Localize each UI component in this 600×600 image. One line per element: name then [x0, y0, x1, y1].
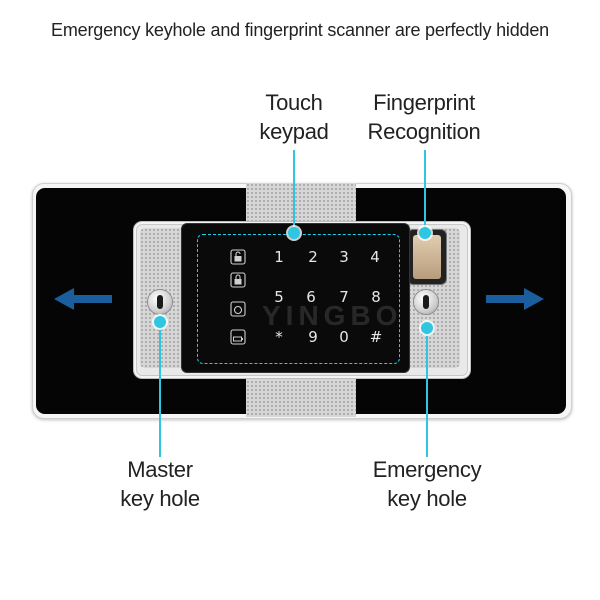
- key-3[interactable]: 3: [339, 248, 349, 266]
- key-star[interactable]: *: [275, 328, 283, 346]
- keypad-highlight-outline: [197, 234, 400, 364]
- master-key-callout-dot: [154, 316, 166, 328]
- key-2[interactable]: 2: [308, 248, 318, 266]
- fingerprint-label-line1: Fingerprint: [373, 90, 475, 115]
- lock-icon[interactable]: [230, 272, 246, 288]
- headline: Emergency keyhole and fingerprint scanne…: [51, 20, 549, 40]
- reset-icon[interactable]: [230, 301, 246, 317]
- master-key-callout-line: [159, 322, 161, 457]
- touch-keypad-label-line2: keypad: [259, 119, 329, 144]
- top-mesh-strip: [246, 183, 356, 229]
- touch-keypad-panel: [182, 224, 409, 372]
- key-8[interactable]: 8: [371, 288, 381, 306]
- touch-keypad-callout-dot: [288, 227, 300, 239]
- fingerprint-label: Fingerprint Recognition: [352, 88, 496, 146]
- key-1[interactable]: 1: [274, 248, 284, 266]
- master-keyhole-slot-icon: [157, 295, 163, 309]
- key-0[interactable]: 0: [339, 328, 349, 346]
- fingerprint-scanner[interactable]: [408, 230, 446, 284]
- unlock-icon[interactable]: [230, 249, 246, 265]
- key-5[interactable]: 5: [274, 288, 284, 306]
- bottom-mesh-strip: [246, 372, 356, 417]
- emergency-keyhole-slot-icon: [423, 295, 429, 309]
- fingerprint-callout-line: [424, 150, 426, 230]
- master-key-label-line1: Master: [127, 457, 193, 482]
- left-arrow-icon: [54, 288, 112, 310]
- key-7[interactable]: 7: [339, 288, 349, 306]
- key-hash[interactable]: #: [369, 328, 383, 346]
- touch-keypad-label-line1: Touch: [265, 90, 323, 115]
- fingerprint-callout-dot: [419, 227, 431, 239]
- touch-keypad-callout-line: [293, 150, 295, 232]
- key-6[interactable]: 6: [306, 288, 316, 306]
- key-4[interactable]: 4: [370, 248, 380, 266]
- emergency-key-callout-dot: [421, 322, 433, 334]
- emergency-key-label-line1: Emergency: [372, 457, 482, 482]
- emergency-key-label-line2: key hole: [387, 486, 467, 511]
- fingerprint-pad-icon: [413, 235, 441, 279]
- emergency-keyhole[interactable]: [414, 290, 438, 314]
- key-9[interactable]: 9: [308, 328, 318, 346]
- fingerprint-label-line2: Recognition: [367, 119, 481, 144]
- emergency-key-callout-line: [426, 330, 428, 457]
- master-key-label: Master key hole: [98, 455, 222, 513]
- emergency-key-label: Emergency key hole: [360, 455, 494, 513]
- master-key-label-line2: key hole: [120, 486, 200, 511]
- touch-keypad-label: Touch keypad: [232, 88, 356, 146]
- master-keyhole[interactable]: [148, 290, 172, 314]
- low-battery-icon[interactable]: [230, 329, 246, 345]
- watermark: YINGBO: [262, 300, 403, 331]
- right-arrow-icon: [486, 288, 544, 310]
